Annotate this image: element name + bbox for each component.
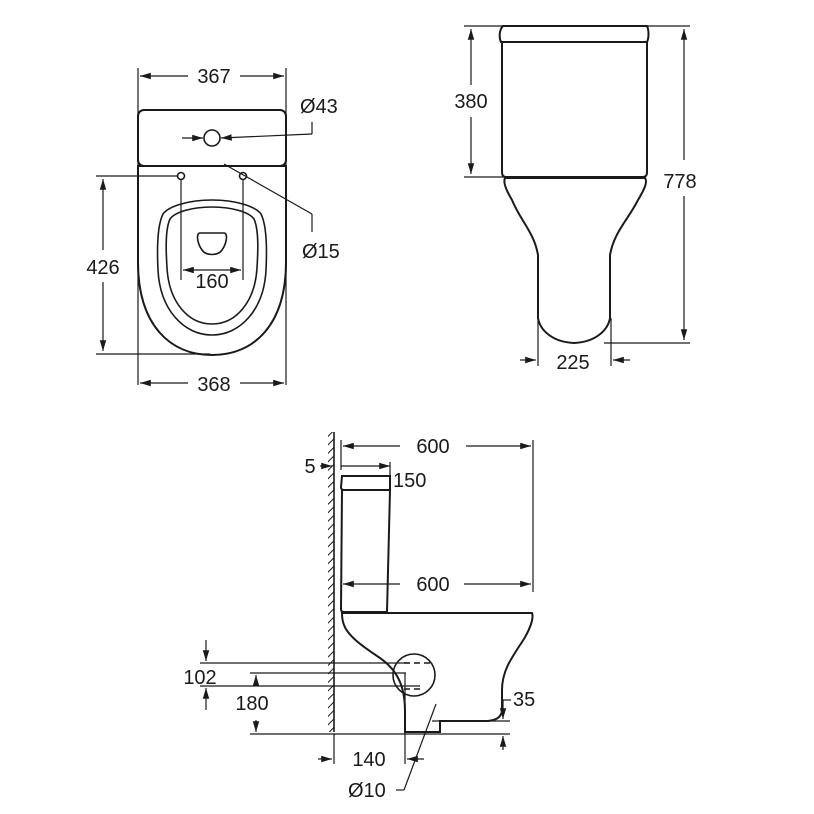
cistern-lid-side [339,475,391,491]
dim-flush-hole: Ø43 [300,96,338,118]
bowl-outline [137,165,287,357]
pedestal-front [503,177,648,345]
cistern-lid-front [498,25,650,43]
dim-outlet-height-top: 102 [183,667,216,689]
dim-fixing-hole: Ø10 [348,780,386,802]
top-view: 367 Ø43 160 Ø15 426 368 [86,66,340,396]
dim-cistern-height: 380 [454,91,487,113]
outlet-detail [392,653,436,697]
dim-total-height: 778 [663,171,696,193]
seat-inner [165,206,259,325]
dim-total-depth-bowl: 600 [416,574,449,596]
dim-outlet-height-center: 180 [235,693,268,715]
wall-hatch [328,432,334,732]
dim-bowl-width: 368 [197,374,230,396]
dim-seat-hole-diameter: Ø15 [302,241,340,263]
dim-wall-gap: 5 [304,456,315,478]
dim-foot-height: 35 [513,689,535,711]
cistern-body-front [501,41,648,178]
seat-outer [156,199,268,336]
dim-outlet-distance: 140 [352,749,385,771]
flush-button-hole [203,129,221,147]
dim-seat-hole-spacing: 160 [195,271,228,293]
dim-cistern-width: 367 [197,66,230,88]
front-view: 380 778 225 [454,25,697,374]
bowl-outlet [196,232,228,256]
dim-bowl-depth: 426 [86,257,119,279]
seat-hole-right [238,171,248,181]
dim-pedestal-width: 225 [556,352,589,374]
cistern-body-side [339,489,392,613]
cistern-top-view [137,109,287,167]
side-view: 600 5 150 600 102 180 [183,432,535,802]
dim-total-depth-top: 600 [416,436,449,458]
bowl-side [340,612,534,733]
dim-lid-depth: 150 [393,470,426,492]
